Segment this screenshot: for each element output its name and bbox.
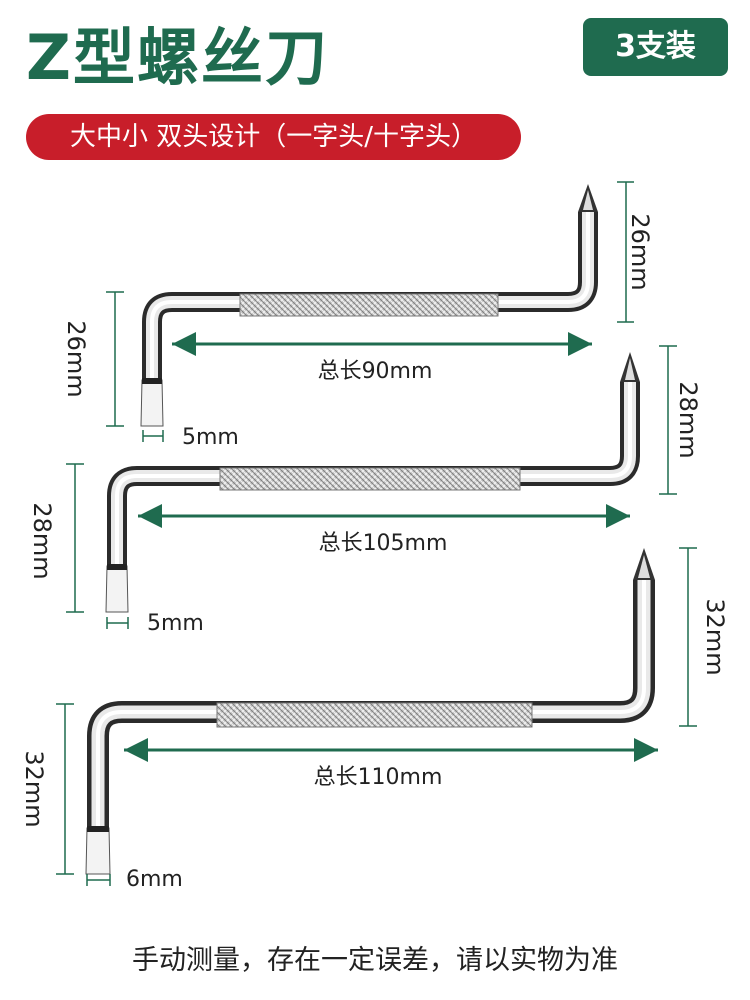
left-height-label-3: 32mm <box>20 750 48 827</box>
screwdriver-medium <box>105 352 640 613</box>
measurement-disclaimer: 手动测量，存在一定误差，请以实物为准 <box>132 945 618 976</box>
dimension-lines <box>56 181 697 886</box>
left-height-label-1: 26mm <box>62 320 90 397</box>
right-height-label-1: 26mm <box>626 213 654 290</box>
quantity-badge: 3支装 <box>583 18 728 76</box>
right-height-label-3: 32mm <box>701 598 729 675</box>
length-label-2: 总长105mm <box>319 531 448 556</box>
length-label-1: 总长90mm <box>318 359 433 384</box>
right-height-label-2: 28mm <box>674 381 702 458</box>
tip-width-label-2: 5mm <box>147 611 204 636</box>
length-label-3: 总长110mm <box>314 765 443 790</box>
tip-width-label-1: 5mm <box>182 425 239 450</box>
left-height-label-2: 28mm <box>28 502 56 579</box>
tip-width-label-3: 6mm <box>126 867 183 892</box>
screwdriver-small <box>140 184 598 427</box>
screwdriver-large <box>85 548 655 875</box>
subtitle-banner: 大中小 双头设计（一字头/十字头） <box>26 114 521 160</box>
page-title: Z型螺丝刀 <box>26 21 329 94</box>
